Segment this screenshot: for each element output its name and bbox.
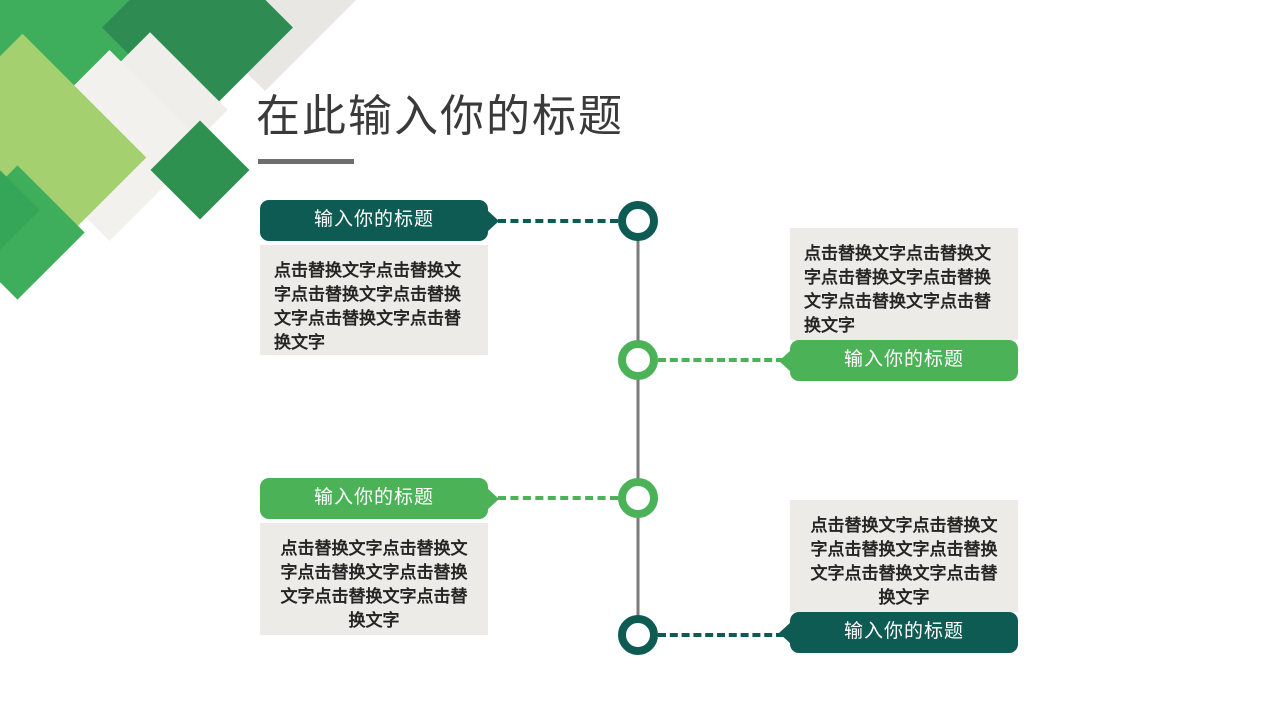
block-2-label-text: 输入你的标题 — [843, 349, 964, 370]
block-1-label-text: 输入你的标题 — [313, 209, 434, 230]
decorative-square-9 — [0, 33, 147, 282]
block-3-body-text: 点击替换文字点击替换文字点击替换文字点击替换文字点击替换文字点击替换文字 — [260, 523, 488, 635]
block-4-callout-tail-icon — [779, 621, 791, 644]
decorative-square-3 — [0, 0, 165, 25]
block-3-callout-tail-icon — [487, 487, 499, 510]
page-title: 在此输入你的标题 — [256, 92, 624, 141]
block-4-label-text: 输入你的标题 — [843, 621, 964, 642]
connector-2 — [658, 358, 784, 362]
block-4-label-pill[interactable]: 输入你的标题 — [779, 612, 1018, 653]
content-block-3: 输入你的标题 点击替换文字点击替换文字点击替换文字点击替换文字点击替换文字点击替… — [260, 478, 499, 635]
timeline-spine — [636, 221, 640, 636]
block-2-callout-tail-icon — [779, 349, 791, 372]
block-3-label-pill[interactable]: 输入你的标题 — [260, 478, 499, 519]
content-block-4: 点击替换文字点击替换文字点击替换文字点击替换文字点击替换文字点击替换文字 输入你… — [779, 500, 1018, 653]
connector-1 — [498, 219, 618, 223]
content-block-2: 点击替换文字点击替换文字点击替换文字点击替换文字点击替换文字点击替换文字 输入你… — [779, 228, 1018, 381]
decorative-square-12 — [0, 125, 40, 295]
content-block-1: 输入你的标题 点击替换文字点击替换文字点击替换文字点击替换文字点击替换文字点击替… — [260, 200, 499, 355]
title-underline-rule — [258, 159, 354, 164]
decorative-square-2 — [0, 0, 272, 122]
node-3-marker[interactable] — [618, 478, 658, 518]
decorative-square-5 — [158, 0, 372, 92]
decorative-square-10 — [150, 120, 250, 220]
decorative-square-4 — [0, 0, 172, 182]
block-1-label-pill[interactable]: 输入你的标题 — [260, 200, 499, 241]
node-1-marker[interactable] — [618, 201, 658, 241]
block-1-body-text: 点击替换文字点击替换文字点击替换文字点击替换文字点击替换文字点击替换文字 — [260, 245, 488, 355]
connector-3 — [498, 496, 618, 500]
block-1-callout-tail-icon — [487, 209, 499, 232]
decorative-square-7 — [72, 32, 228, 188]
block-2-label-pill[interactable]: 输入你的标题 — [779, 340, 1018, 381]
decorative-square-11 — [0, 165, 85, 300]
node-2-marker[interactable] — [618, 340, 658, 380]
decorative-square-1 — [0, 0, 243, 213]
block-3-label-text: 输入你的标题 — [313, 487, 434, 508]
block-2-body-text: 点击替换文字点击替换文字点击替换文字点击替换文字点击替换文字点击替换文字 — [790, 228, 1018, 340]
node-4-marker[interactable] — [618, 615, 658, 655]
decorative-square-8 — [14, 50, 205, 241]
connector-4 — [658, 633, 784, 637]
block-4-body-text: 点击替换文字点击替换文字点击替换文字点击替换文字点击替换文字点击替换文字 — [790, 500, 1018, 612]
